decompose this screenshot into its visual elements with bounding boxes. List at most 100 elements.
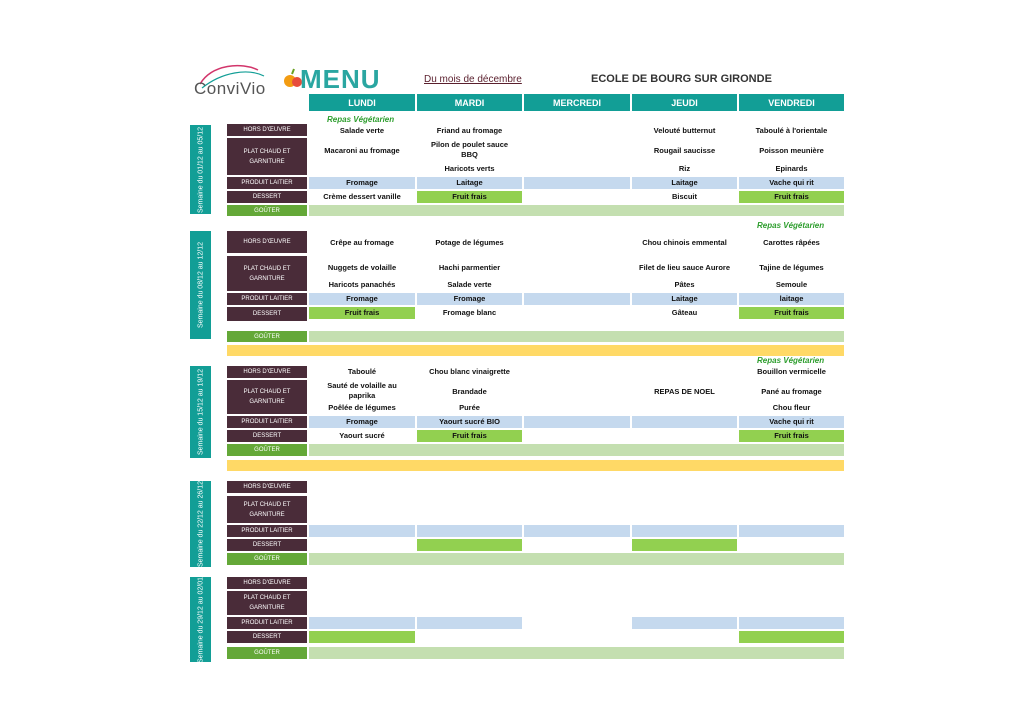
menu-item: Laitage (417, 177, 522, 189)
menu-item: Filet de lieu sauce Aurore (639, 262, 730, 272)
empty-cell (309, 525, 415, 537)
menu-item: Pilon de poulet sauce BBQ (430, 140, 509, 159)
empty-cell (417, 617, 522, 629)
day-header-lundi: LUNDI (309, 94, 415, 111)
category-gouter: GOÛTER (227, 331, 307, 342)
menu-item: Haricots panachés (328, 279, 396, 289)
menu-item: Fromage blanc (442, 308, 497, 317)
menu-item: Crêpe au fromage (330, 237, 394, 247)
menu-item: Velouté butternut (653, 125, 716, 135)
menu-item: Riz (678, 163, 691, 173)
menu-item: Macaroni au fromage (324, 145, 400, 155)
menu-item: Fromage (309, 416, 415, 428)
menu-item: Epinards (775, 163, 808, 173)
empty-cell (632, 416, 737, 428)
empty-cell (524, 293, 630, 305)
empty-cell (309, 631, 415, 643)
vegetarian-label: Repas Végétarien (757, 356, 825, 365)
category-plat-chaud: PLAT CHAUD ET GARNITURE (227, 380, 307, 414)
menu-item: Fruit frais (739, 307, 844, 319)
category-gouter: GOÛTER (227, 444, 307, 456)
gouter-row (309, 553, 844, 565)
category-dessert: DESSERT (227, 307, 307, 321)
menu-item: Bouillon vermicelle (757, 367, 826, 376)
category-plat-chaud: PLAT CHAUD ET GARNITURE (227, 256, 307, 291)
week-label-2: Semaine du 08/12 au 12/12 (190, 231, 211, 339)
menu-item: Chou blanc vinaigrette (429, 367, 510, 376)
category-gouter: GOÛTER (227, 205, 307, 216)
menu-item: Fruit frais (739, 191, 844, 203)
empty-cell (524, 416, 630, 428)
menu-item: REPAS DE NOEL (654, 386, 715, 396)
week-label-3: Semaine du 15/12 au 19/12 (190, 366, 211, 458)
category-dessert: DESSERT (227, 191, 307, 203)
menu-item: Chou chinois emmental (642, 237, 727, 247)
empty-cell (632, 539, 737, 551)
menu-item: Fruit frais (739, 430, 844, 442)
menu-item: Poêlée de légumes (328, 403, 396, 412)
school-name: ECOLE DE BOURG SUR GIRONDE (591, 73, 772, 85)
menu-item: Tajine de légumes (759, 262, 824, 272)
empty-cell (524, 525, 630, 537)
menu-item: Fromage (309, 177, 415, 189)
holiday-band (227, 345, 844, 356)
menu-item: Pâtes (674, 279, 695, 289)
category-hors-oeuvre: HORS D'ŒUVRE (227, 231, 307, 253)
menu-item: Chou fleur (772, 403, 811, 412)
week-label-4: Semaine du 22/12 au 26/12 (190, 481, 211, 567)
menu-item: Vache qui rit (739, 177, 844, 189)
empty-cell (739, 617, 844, 629)
menu-item: Salade verte (339, 125, 385, 135)
menu-item: Gâteau (671, 308, 698, 317)
empty-cell (309, 617, 415, 629)
category-dessert: DESSERT (227, 430, 307, 442)
category-produit-laitier: PRODUIT LAITIER (227, 416, 307, 428)
empty-cell (417, 525, 522, 537)
menu-item: Vache qui rit (739, 416, 844, 428)
menu-item: Biscuit (671, 192, 697, 201)
fruit-basket-icon (284, 68, 302, 87)
empty-cell (632, 525, 737, 537)
menu-item: Carottes râpées (763, 237, 820, 247)
gouter-row (309, 647, 844, 659)
menu-item: Friand au fromage (436, 125, 503, 135)
category-plat-chaud: PLAT CHAUD ET GARNITURE (227, 138, 307, 175)
gouter-row (309, 205, 844, 216)
menu-item: Yaourt sucré (339, 431, 385, 440)
empty-cell (739, 525, 844, 537)
category-dessert: DESSERT (227, 631, 307, 643)
menu-item: Fromage (417, 293, 522, 305)
day-header-mardi: MARDI (417, 94, 522, 111)
menu-item: Sauté de volaille au paprika (327, 381, 397, 400)
vegetarian-label: Repas Végétarien (327, 115, 395, 124)
month-label: Du mois de décembre (424, 74, 522, 85)
menu-item: Fruit frais (417, 191, 522, 203)
menu-item: Taboulé à l'orientale (755, 125, 828, 135)
day-header-jeudi: JEUDI (632, 94, 737, 111)
vegetarian-label: Repas Végétarien (757, 221, 825, 230)
menu-item: Semoule (775, 279, 808, 289)
empty-cell (739, 631, 844, 643)
category-hors-oeuvre: HORS D'ŒUVRE (227, 124, 307, 136)
menu-title: MENU (300, 64, 381, 94)
menu-item: Laitage (632, 177, 737, 189)
menu-item: Taboulé (347, 367, 377, 376)
category-hors-oeuvre: HORS D'ŒUVRE (227, 481, 307, 493)
category-gouter: GOÛTER (227, 553, 307, 565)
menu-item: Purée (459, 403, 480, 412)
category-gouter: GOÛTER (227, 647, 307, 659)
week-label-5: Semaine du 29/12 au 02/01 (190, 576, 211, 663)
menu-item: Pané au fromage (761, 386, 822, 396)
category-produit-laitier: PRODUIT LAITIER (227, 177, 307, 189)
menu-item: Fruit frais (309, 307, 415, 319)
holiday-band (227, 460, 844, 471)
menu-item: Crème dessert vanille (323, 192, 401, 201)
gouter-row (309, 444, 844, 456)
menu-item: Salade verte (447, 279, 492, 289)
menu-item: laitage (739, 293, 844, 305)
logo-name: ConviVio (194, 79, 266, 98)
menu-item: Brandade (452, 386, 487, 396)
menu-item: Fromage (309, 293, 415, 305)
menu-item: Laitage (632, 293, 737, 305)
category-dessert: DESSERT (227, 539, 307, 551)
